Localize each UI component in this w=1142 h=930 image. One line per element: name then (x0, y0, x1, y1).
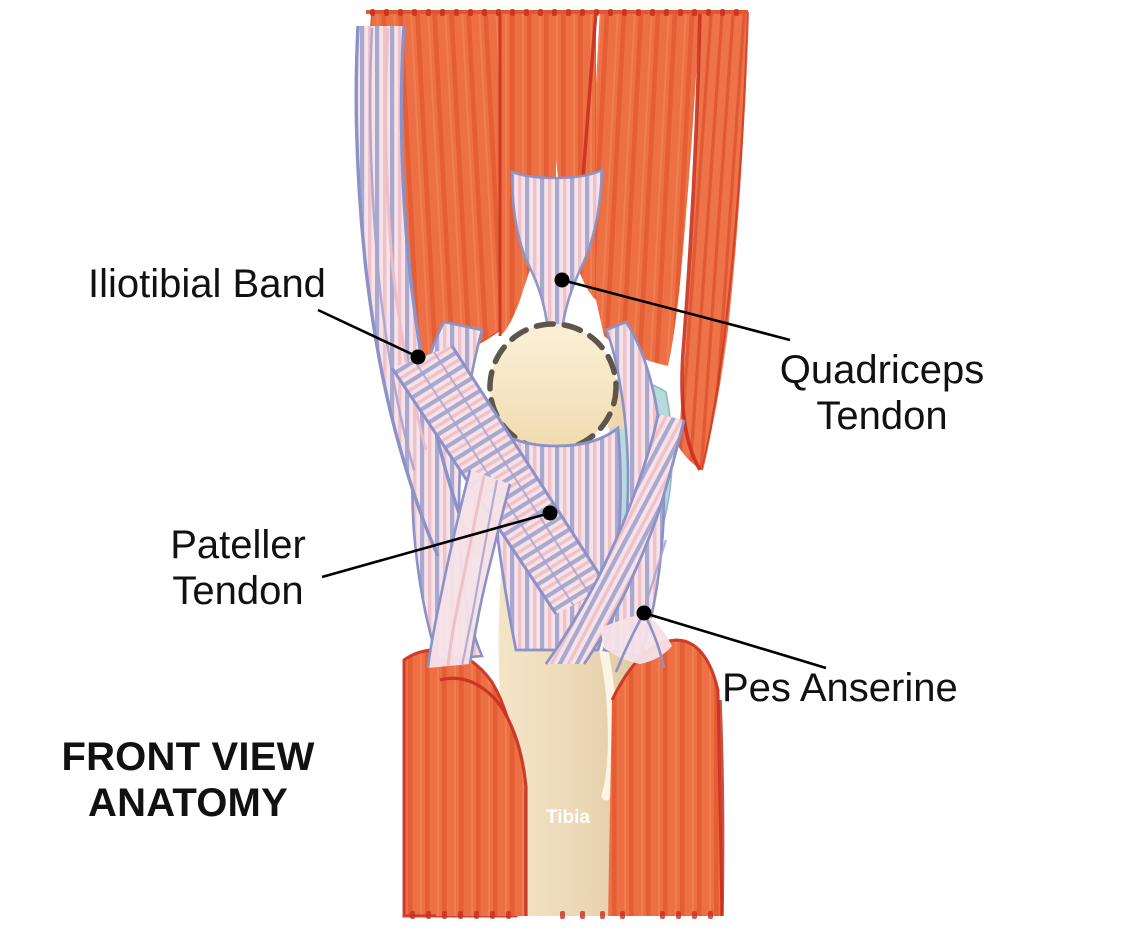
quadriceps-muscle-group (365, 9, 750, 471)
label-tibia: Tibia (546, 807, 590, 828)
callout-dot-pateller-tendon (542, 505, 558, 521)
patella-bone (487, 321, 619, 453)
callout-dot-quadriceps-tendon (554, 272, 570, 288)
leader-iliotibial-band (317, 308, 419, 359)
leader-quadriceps-tendon (561, 278, 791, 342)
leader-pes-anserine (643, 611, 827, 670)
callout-dot-iliotibial-band (410, 349, 426, 365)
label-iliotibial-band: Iliotibial Band (88, 262, 326, 306)
label-pateller-tendon: Pateller Tendon (170, 523, 306, 613)
leader-pateller-tendon (321, 511, 551, 579)
callout-leaders (317, 272, 827, 670)
label-pes-anserine: Pes Anserine (722, 666, 958, 710)
figure-title: FRONT VIEW ANATOMY (61, 735, 315, 825)
muscle-top-edge (366, 9, 748, 16)
label-quadriceps-tendon: Quadriceps Tendon (779, 348, 985, 438)
callout-dot-pes-anserine (636, 605, 652, 621)
calf-bottom-edge (410, 911, 713, 919)
